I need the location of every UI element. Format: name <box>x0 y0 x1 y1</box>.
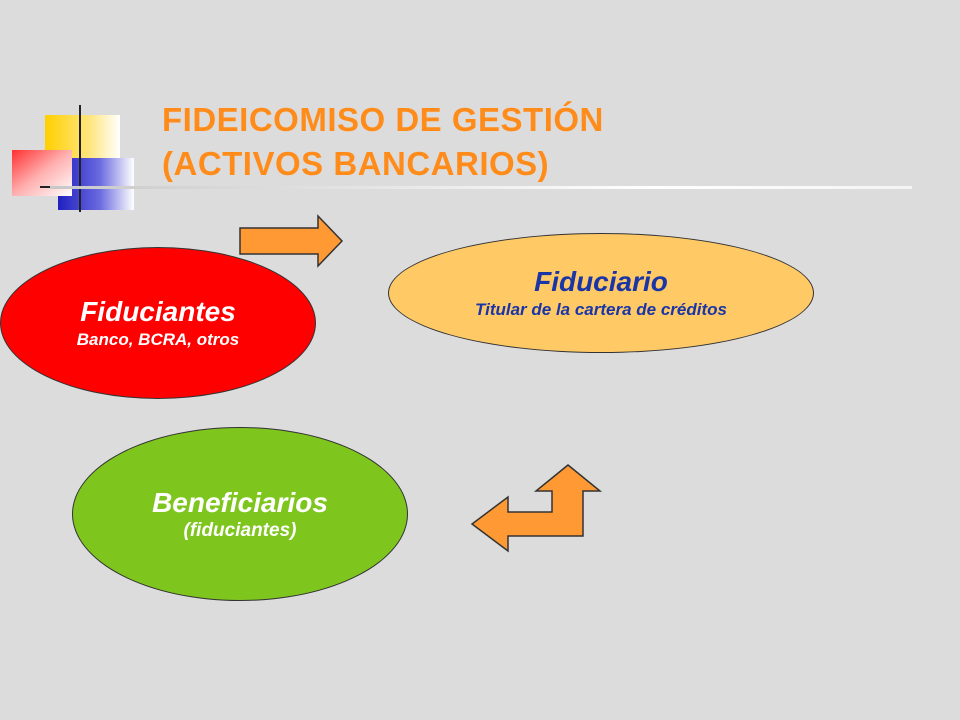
fiduciantes-node: Fiduciantes Banco, BCRA, otros <box>0 247 316 399</box>
title-line-1: FIDEICOMISO DE GESTIÓN <box>162 101 604 138</box>
fiduciario-node: Fiduciario Titular de la cartera de créd… <box>388 233 814 353</box>
fiduciantes-name: Fiduciantes <box>80 296 236 327</box>
title-underline <box>50 186 912 189</box>
decorative-squares-logo <box>12 105 134 212</box>
fiduciario-name: Fiduciario <box>534 266 668 297</box>
right-arrow-icon <box>239 214 344 268</box>
fiduciantes-detail: Banco, BCRA, otros <box>76 330 240 349</box>
title-line-2: (ACTIVOS BANCARIOS) <box>162 145 550 182</box>
bent-return-arrow-icon <box>470 464 603 553</box>
beneficiarios-detail: (fiduciantes) <box>183 520 297 541</box>
beneficiarios-name: Beneficiarios <box>152 487 328 518</box>
beneficiarios-node: Beneficiarios (fiduciantes) <box>72 427 408 601</box>
fiduciario-detail: Titular de la cartera de créditos <box>475 300 727 319</box>
slide-title: FIDEICOMISO DE GESTIÓN (ACTIVOS BANCARIO… <box>162 98 922 186</box>
